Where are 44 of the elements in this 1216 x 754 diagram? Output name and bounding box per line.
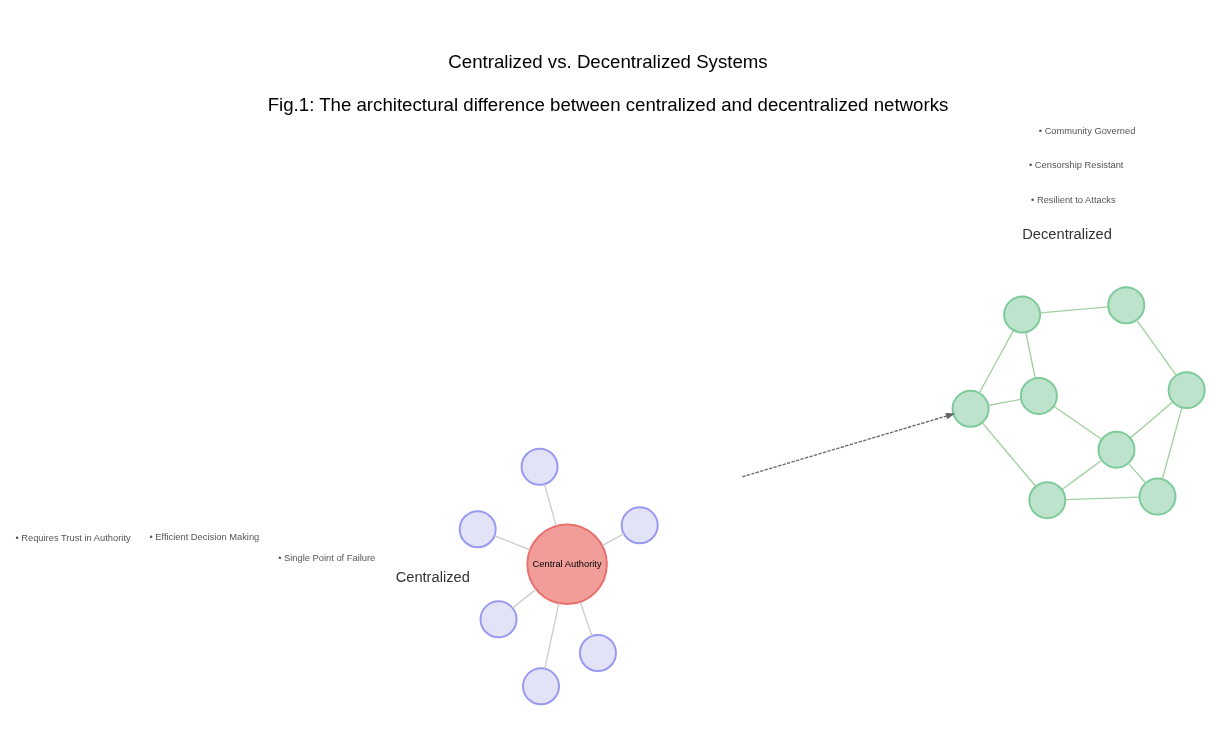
label: • Single Point of Failure <box>278 552 376 563</box>
diagram-title: Centralized vs. Decentralized Systems <box>448 50 768 72</box>
caption: Fig.1: The architectural difference between centralized and decentralized networks <box>267 93 949 115</box>
connector <box>511 588 537 609</box>
connector <box>1025 331 1036 379</box>
label: Decentralized <box>1022 225 1112 242</box>
label: • Efficient Decision Making <box>149 531 260 542</box>
connector <box>1136 318 1177 376</box>
connector <box>987 398 1022 406</box>
connector <box>1061 459 1103 490</box>
connector <box>1129 400 1174 439</box>
node-circle <box>951 389 990 428</box>
node-circle <box>1167 370 1206 409</box>
connector <box>579 601 593 637</box>
arrow <box>741 412 956 477</box>
connector <box>1053 405 1103 440</box>
connector <box>543 483 557 526</box>
node-circle <box>458 509 497 548</box>
node-circle <box>1003 295 1042 334</box>
node-circle <box>1138 477 1177 516</box>
label: • Community Governed <box>1038 125 1136 136</box>
connector <box>1127 462 1147 484</box>
node-circle <box>479 599 518 638</box>
connector <box>978 329 1014 393</box>
node-circle <box>1019 376 1058 415</box>
connector <box>601 532 625 546</box>
node-circle <box>1097 430 1136 469</box>
connector <box>1161 406 1183 480</box>
node-circle: Central Authority <box>526 523 608 605</box>
connector <box>1064 496 1141 500</box>
node-circle <box>620 505 659 544</box>
connector <box>493 534 531 550</box>
connector <box>544 602 560 669</box>
label: • Resilient to Attacks <box>1031 194 1116 205</box>
node-circle <box>1107 285 1146 324</box>
node-circle <box>522 666 560 705</box>
node-circle <box>578 633 617 672</box>
connector <box>1039 305 1109 314</box>
node-circle <box>1028 480 1067 519</box>
connector <box>981 421 1037 487</box>
label: • Requires Trust in Authority <box>15 532 131 543</box>
label: Centralized <box>395 568 470 585</box>
label: • Censorship Resistant <box>1028 159 1124 170</box>
node-circle <box>520 447 559 486</box>
